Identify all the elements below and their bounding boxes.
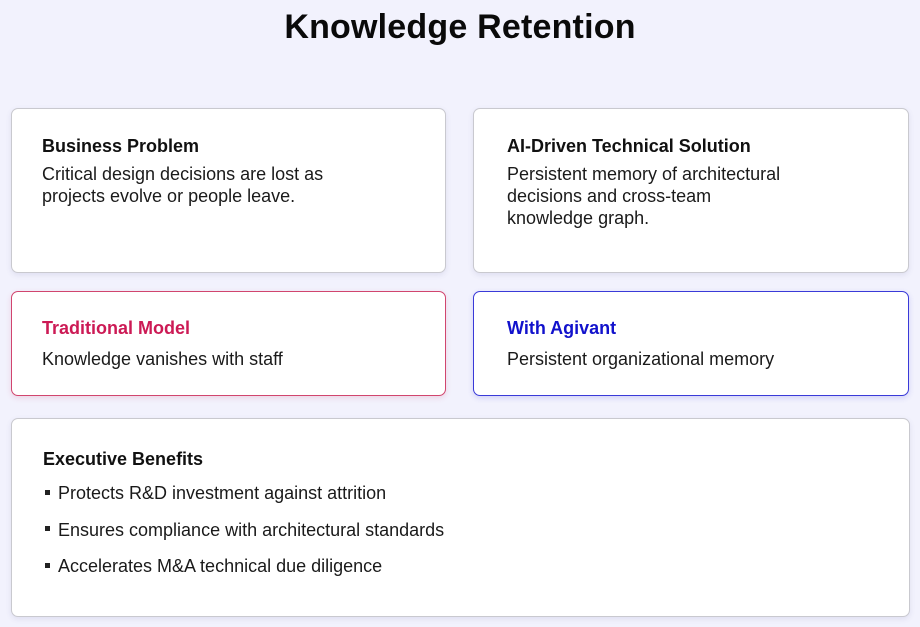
traditional-model-heading: Traditional Model xyxy=(42,318,191,338)
executive-benefits-heading: Executive Benefits xyxy=(43,449,204,469)
technical-solution-text: Persistent memory of architectural decis… xyxy=(507,164,781,228)
list-item: Protects R&D investment against attritio… xyxy=(43,482,878,504)
business-problem-card: Business Problem Critical design decisio… xyxy=(11,108,446,273)
bullet-icon xyxy=(45,489,50,495)
executive-benefits-card: Executive Benefits Protects R&D investme… xyxy=(11,418,910,617)
list-item: Ensures compliance with architectural st… xyxy=(43,519,878,541)
bullet-icon xyxy=(45,562,50,568)
technical-solution-heading: AI-Driven Technical Solution xyxy=(507,136,751,156)
business-problem-heading: Business Problem xyxy=(42,136,200,156)
page-title: Knowledge Retention xyxy=(284,8,636,46)
with-agivant-card: With Agivant Persistent organizational m… xyxy=(473,291,909,396)
business-problem-text: Critical design decisions are lost as pr… xyxy=(42,164,324,206)
traditional-model-card: Traditional Model Knowledge vanishes wit… xyxy=(11,291,446,396)
with-agivant-text: Persistent organizational memory xyxy=(507,349,775,369)
with-agivant-heading: With Agivant xyxy=(507,318,617,338)
benefits-list: Protects R&D investment against attritio… xyxy=(43,482,878,577)
bullet-icon xyxy=(45,526,50,532)
technical-solution-card: AI-Driven Technical Solution Persistent … xyxy=(473,108,909,273)
list-item: Accelerates M&A technical due diligence xyxy=(43,555,878,577)
traditional-model-text: Knowledge vanishes with staff xyxy=(42,349,283,369)
